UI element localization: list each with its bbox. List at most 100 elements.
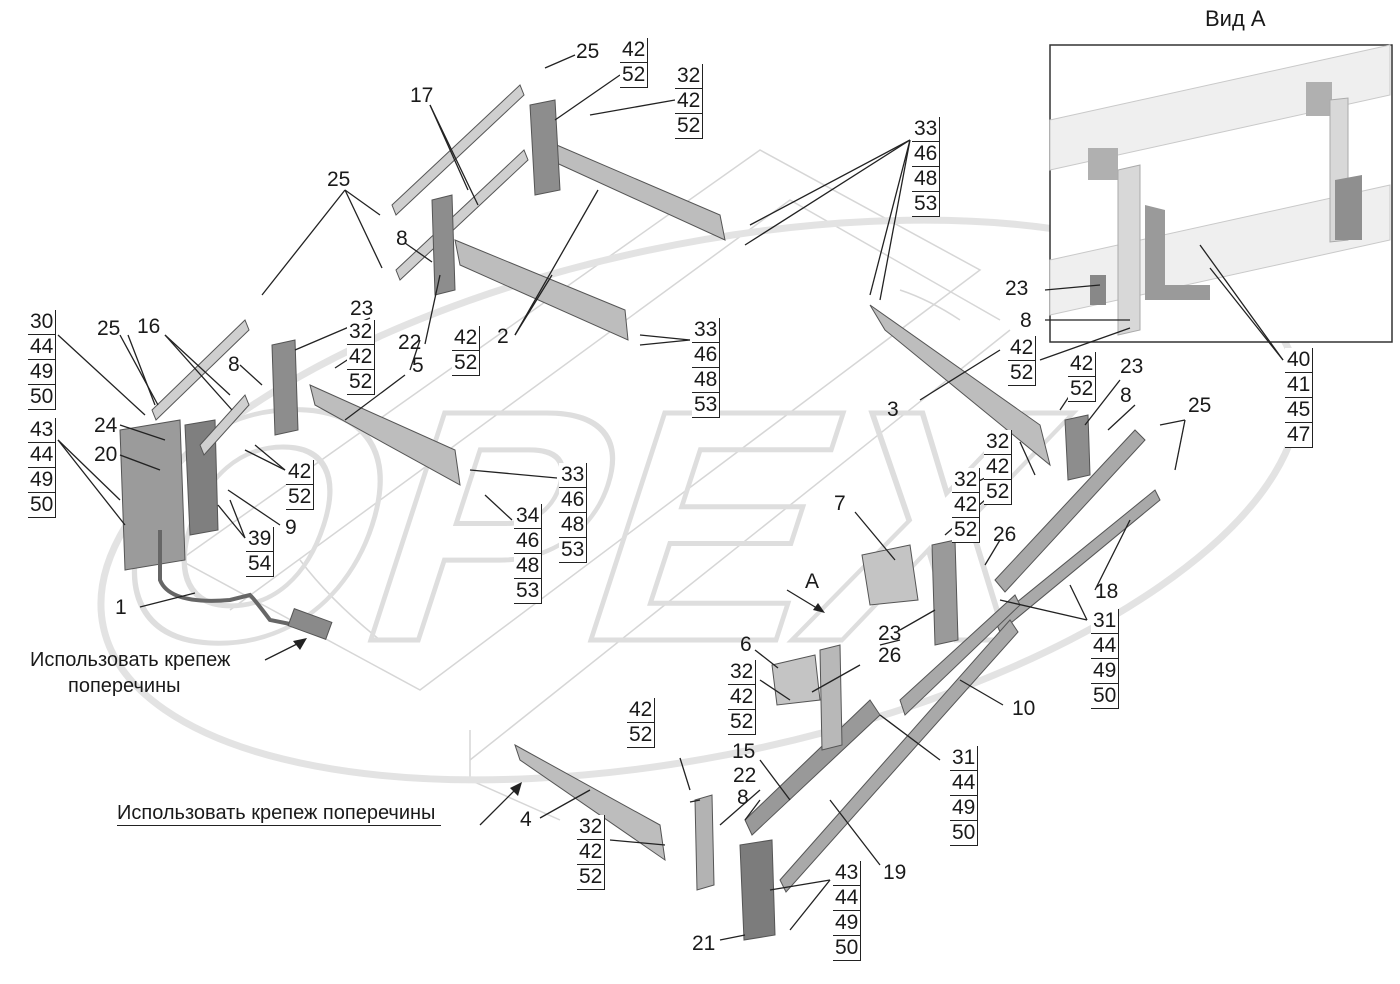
part-label: 26 — [878, 644, 902, 667]
callout-item: 44 — [1091, 634, 1120, 659]
callout-item: 32 — [984, 430, 1013, 455]
callout-item: 52 — [627, 723, 656, 748]
callout-stack: 32 42 52 — [952, 468, 981, 543]
callout-stack: 31 44 49 50 — [950, 746, 979, 846]
callout-item: 32 — [347, 320, 376, 345]
callout-item: 42 — [1068, 352, 1097, 377]
callout-item: 52 — [984, 480, 1013, 505]
callout-item: 42 — [627, 698, 656, 723]
callout-stack: 42 52 — [1068, 352, 1097, 402]
part-label: 8 — [396, 227, 408, 250]
callout-item: 50 — [28, 385, 57, 410]
callout-item: 48 — [559, 513, 588, 538]
callout-item: 44 — [950, 771, 979, 796]
callout-item: 46 — [912, 142, 941, 167]
part-label: 22 — [733, 764, 757, 787]
callout-item: 42 — [620, 38, 649, 63]
note-arrow-left — [293, 638, 307, 650]
callout-item: 44 — [28, 443, 57, 468]
callout-item: 50 — [28, 493, 57, 518]
callout-stack: 32 42 52 — [347, 320, 376, 395]
leader-lines — [57, 54, 1284, 941]
callout-item: 52 — [452, 351, 481, 376]
part-label: 4 — [520, 808, 532, 831]
note-left-line2: поперечины — [68, 675, 181, 697]
callout-item: 53 — [692, 393, 721, 418]
callout-stack: 34 46 48 53 — [514, 504, 543, 604]
callout-item: 33 — [692, 318, 721, 343]
callout-stack: 31 44 49 50 — [1091, 609, 1120, 709]
part-label: 8 — [1020, 309, 1032, 332]
part-label: 23 — [1120, 355, 1144, 378]
callout-item: 53 — [514, 579, 543, 604]
callout-stack: 42 52 — [1008, 336, 1037, 386]
arrow-a-label: А — [805, 570, 820, 593]
part-label: 17 — [410, 84, 434, 107]
callout-item: 33 — [559, 463, 588, 488]
part-label: 26 — [993, 523, 1017, 546]
callout-stack: 33 46 48 53 — [692, 318, 721, 418]
callout-item: 32 — [728, 660, 757, 685]
callout-item: 49 — [833, 911, 862, 936]
note-left-line1: Использовать крепеж — [30, 649, 231, 671]
callout-stack: 43 44 49 50 — [28, 418, 57, 518]
callout-item: 43 — [28, 418, 57, 443]
callout-item: 52 — [728, 710, 757, 735]
note-bottom: Использовать крепеж поперечины — [117, 801, 442, 826]
callout-item: 32 — [577, 815, 606, 840]
callout-stack: 32 42 52 — [728, 660, 757, 735]
callout-item: 46 — [692, 343, 721, 368]
callout-item: 43 — [833, 861, 862, 886]
callout-item: 31 — [1091, 609, 1120, 634]
callout-stack: 42 52 — [627, 698, 656, 748]
callout-item: 42 — [1008, 336, 1037, 361]
callout-stack: 43 44 49 50 — [833, 861, 862, 961]
part-label: 6 — [740, 633, 752, 656]
part-label: 19 — [883, 861, 907, 884]
callout-item: 49 — [28, 360, 57, 385]
callout-item: 50 — [1091, 684, 1120, 709]
part-label: 3 — [887, 398, 899, 421]
part-label: 22 — [398, 331, 422, 354]
part-label: 25 — [576, 40, 600, 63]
callout-item: 49 — [1091, 659, 1120, 684]
callout-item: 52 — [1068, 377, 1097, 402]
callout-item: 48 — [514, 554, 543, 579]
part-label: 25 — [1188, 394, 1212, 417]
callout-stack: 32 42 52 — [984, 430, 1013, 505]
callout-stack: 33 46 48 53 — [559, 463, 588, 563]
note-arrow-bottom — [510, 782, 522, 796]
part-label: 8 — [737, 786, 749, 809]
callout-item: 42 — [577, 840, 606, 865]
part-label: 5 — [412, 354, 424, 377]
callout-item: 52 — [347, 370, 376, 395]
callout-item: 53 — [559, 538, 588, 563]
callout-item: 39 — [246, 527, 275, 552]
callout-stack: 32 42 52 — [577, 815, 606, 890]
part-label: 15 — [732, 740, 756, 763]
parts — [119, 84, 1161, 941]
part-label: 24 — [94, 414, 118, 437]
part-label: 16 — [137, 315, 161, 338]
callout-item: 48 — [692, 368, 721, 393]
view-a-parts — [1049, 44, 1391, 336]
callout-item: 42 — [452, 326, 481, 351]
callout-item: 33 — [912, 117, 941, 142]
part-label: 23 — [1005, 277, 1029, 300]
callout-item: 30 — [28, 310, 57, 335]
callout-stack: 30 44 49 50 — [28, 310, 57, 410]
callout-item: 32 — [675, 64, 704, 89]
callout-item: 42 — [952, 493, 981, 518]
callout-item: 54 — [246, 552, 275, 577]
callout-item: 42 — [675, 89, 704, 114]
callout-item: 49 — [950, 796, 979, 821]
callout-item: 52 — [577, 865, 606, 890]
callout-item: 52 — [620, 63, 649, 88]
callout-item: 46 — [514, 529, 543, 554]
part-label: 20 — [94, 443, 118, 466]
callout-item: 44 — [28, 335, 57, 360]
callout-item: 49 — [28, 468, 57, 493]
part-label: 8 — [228, 353, 240, 376]
part-label: 10 — [1012, 697, 1036, 720]
